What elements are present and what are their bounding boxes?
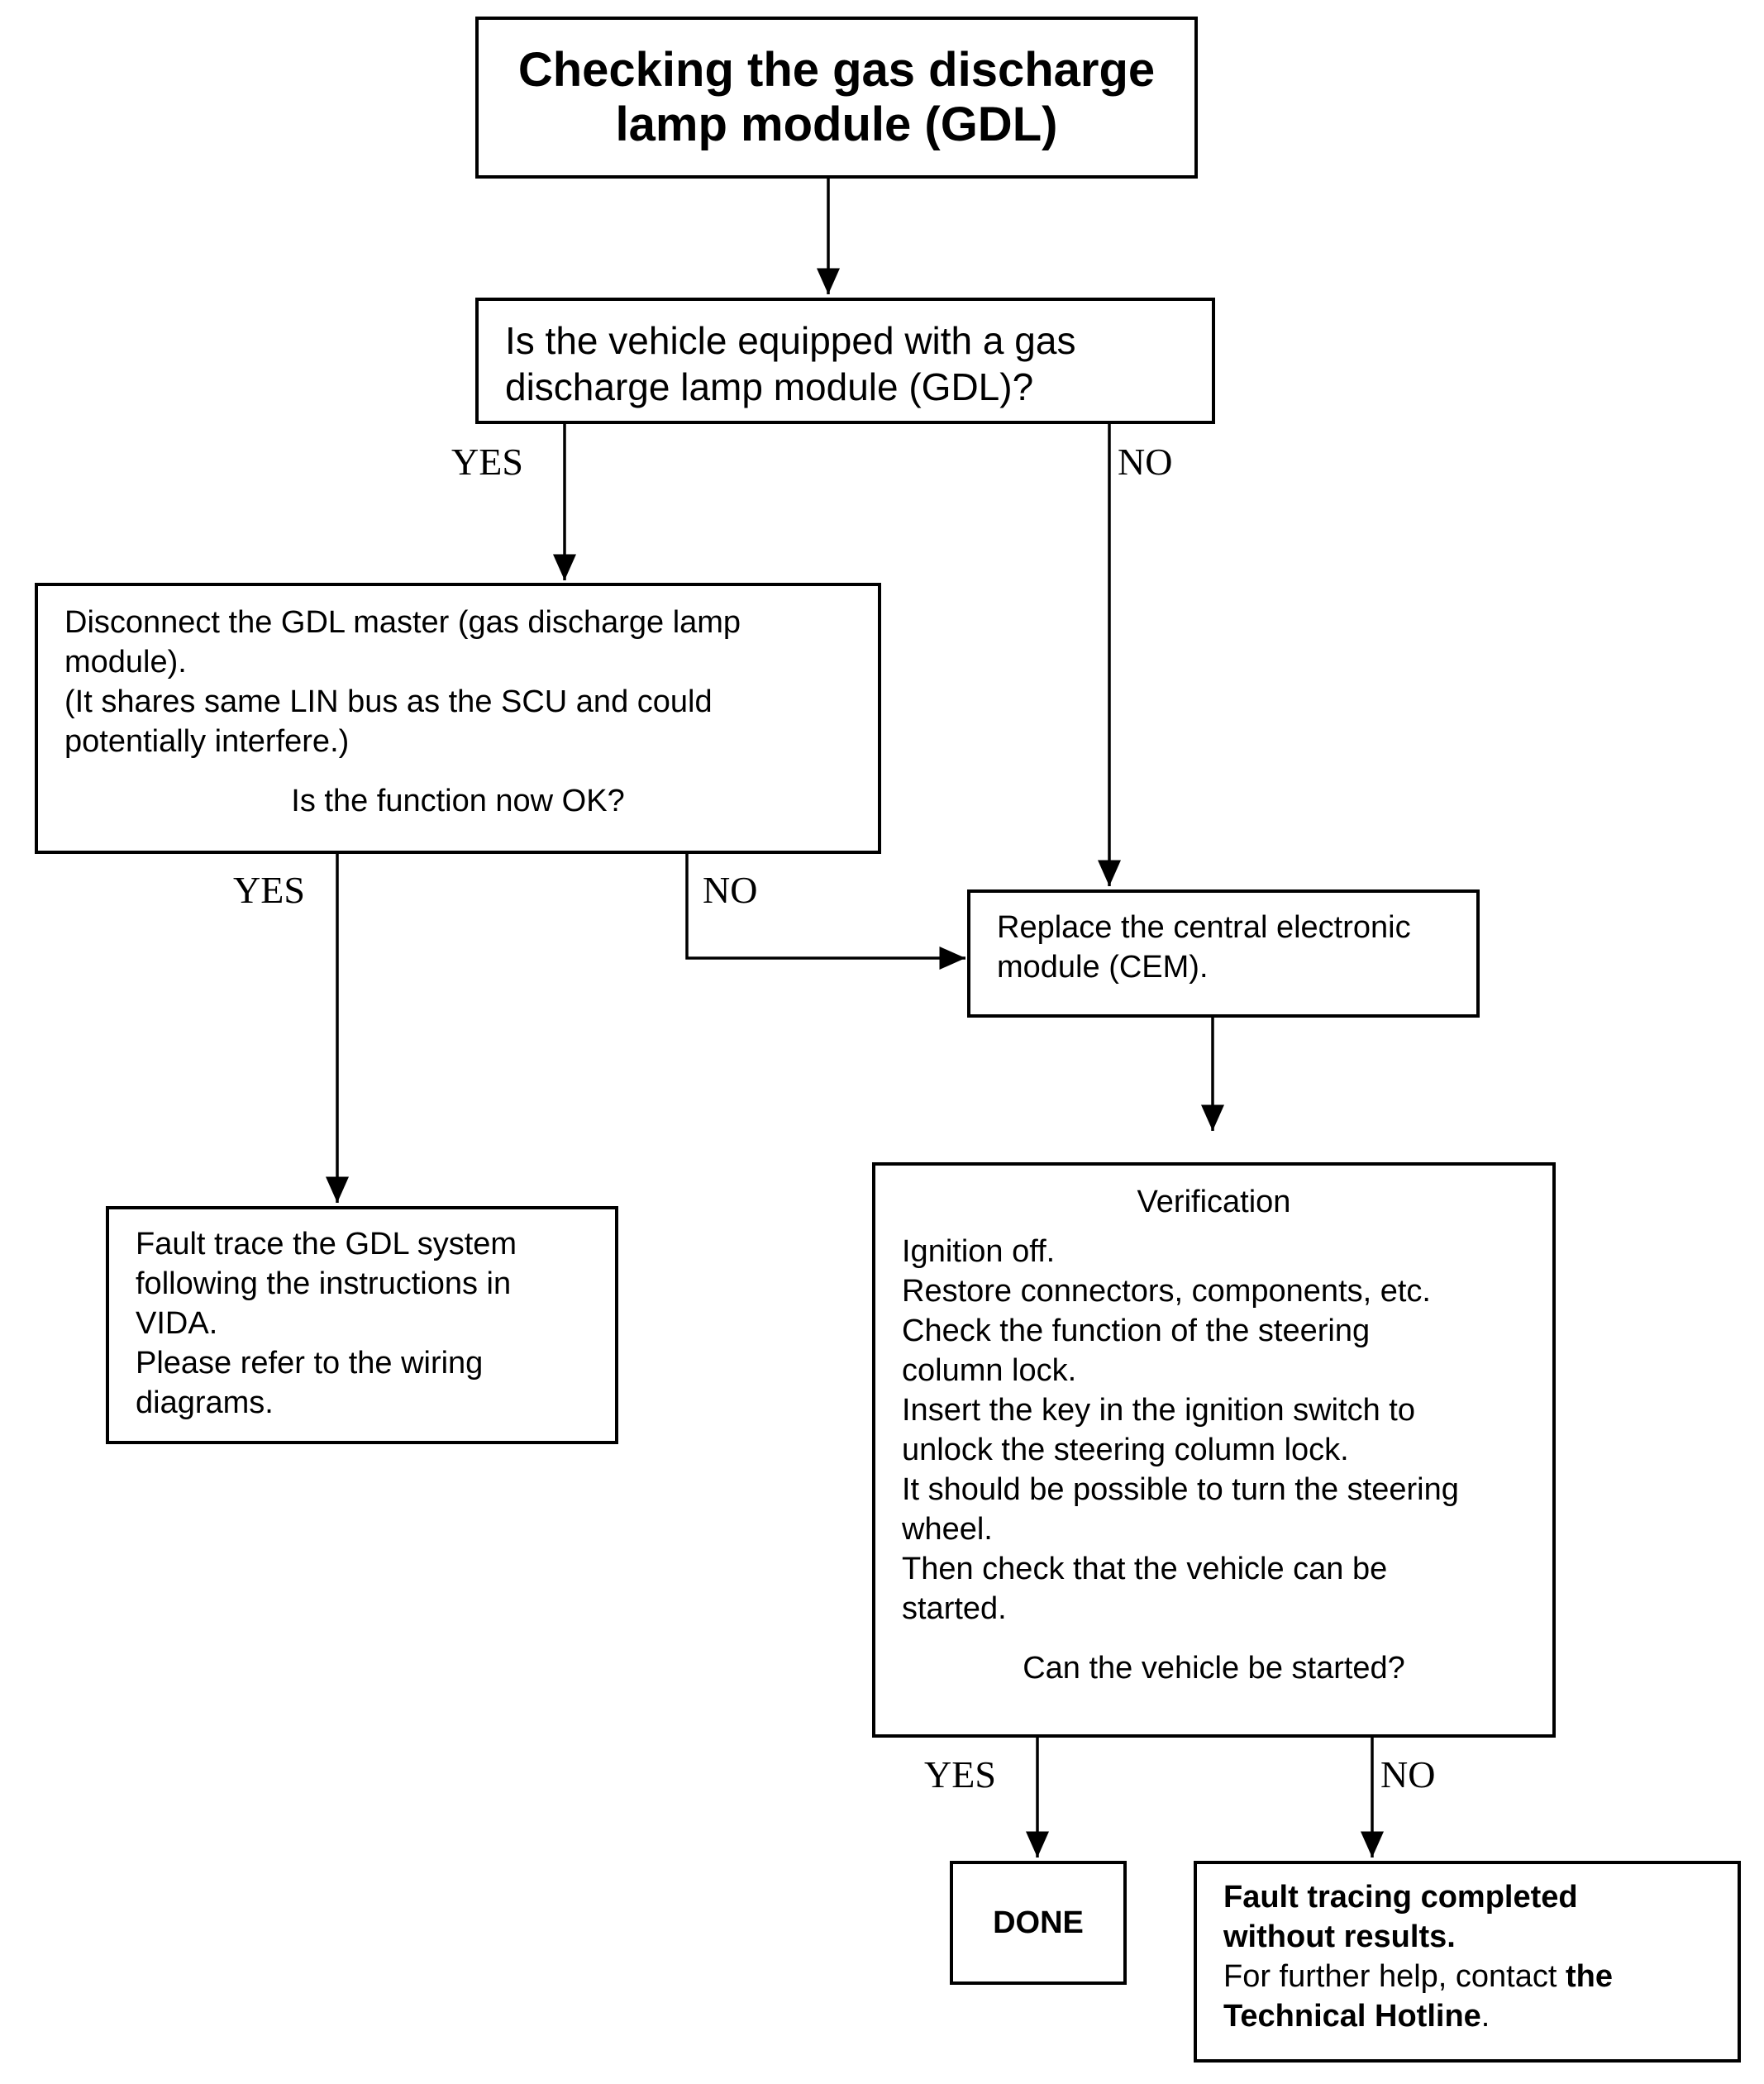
done-box: DONE [950,1861,1127,1985]
verification-line-10: started. [902,1591,1007,1626]
title-box: Checking the gas discharge lamp module (… [475,17,1198,179]
label-verification-no: NO [1380,1753,1436,1795]
label-disconnect-yes: YES [233,869,305,911]
disconnect-line-4: potentially interfere.) [64,724,350,759]
label-q1-no: NO [1118,441,1173,483]
verification-line-8: wheel. [902,1512,993,1547]
verification-question: Can the vehicle be started? [1023,1651,1405,1686]
question-line-1: Is the vehicle equipped with a gas [505,319,1076,362]
fault-trace-line-2: following the instructions in [136,1266,512,1301]
verification-line-6: unlock the steering column lock. [902,1433,1349,1467]
fault-complete-line-3: For further help, contact the [1223,1957,1738,1996]
fault-complete-line-2: without results. [1223,1919,1456,1954]
fault-trace-line-5: diagrams. [136,1385,274,1420]
disconnect-line-2: module). [64,645,187,680]
verification-line-1: Ignition off. [902,1234,1056,1269]
fault-trace-line-1: Fault trace the GDL system [136,1227,517,1261]
disconnect-gdl-box: Disconnect the GDL master (gas discharge… [35,583,881,854]
verification-line-4: column lock. [902,1353,1077,1388]
replace-line-2: module (CEM). [997,950,1209,985]
contact-the-text: the [1565,1959,1613,1994]
done-label: DONE [993,1905,1084,1940]
verification-line-5: Insert the key in the ignition switch to [902,1393,1415,1428]
arrow-disconnect-no-to-replace [685,854,965,970]
fault-trace-gdl-box: Fault trace the GDL system following the… [106,1206,618,1444]
disconnect-line-1: Disconnect the GDL master (gas discharge… [64,605,741,640]
replace-cem-box: Replace the central electronic module (C… [967,889,1480,1018]
disconnect-line-3: (It shares same LIN bus as the SCU and c… [64,684,713,719]
label-q1-yes: YES [451,441,523,483]
verification-line-9: Then check that the vehicle can be [902,1552,1388,1586]
disconnect-question: Is the function now OK? [291,784,625,818]
fault-complete-line-1: Fault tracing completed [1223,1880,1578,1915]
question-line-2: discharge lamp module (GDL)? [505,365,1034,408]
verification-line-3: Check the function of the steering [902,1314,1371,1348]
question-box-gdl-equipped: Is the vehicle equipped with a gas disch… [475,298,1215,424]
verification-line-2: Restore connectors, components, etc. [902,1274,1431,1309]
label-disconnect-no: NO [703,869,758,911]
replace-line-1: Replace the central electronic [997,910,1411,945]
contact-text: For further help, contact [1223,1959,1566,1994]
verification-box: Verification Ignition off. Restore conne… [872,1162,1556,1738]
label-verification-yes: YES [924,1753,996,1795]
fault-trace-line-3: VIDA. [136,1306,218,1341]
verification-heading: Verification [1137,1185,1291,1219]
fault-trace-line-4: Please refer to the wiring [136,1346,484,1381]
title-line-2: lamp module (GDL) [615,98,1058,151]
fault-tracing-completed-box: Fault tracing completed without results.… [1194,1861,1741,2063]
fault-complete-line-4: Technical Hotline. [1223,1996,1738,2036]
verification-line-7: It should be possible to turn the steeri… [902,1472,1459,1507]
technical-hotline-text: Technical Hotline [1223,1999,1481,2034]
title-line-1: Checking the gas discharge [517,43,1156,97]
period-text: . [1480,1999,1490,2034]
